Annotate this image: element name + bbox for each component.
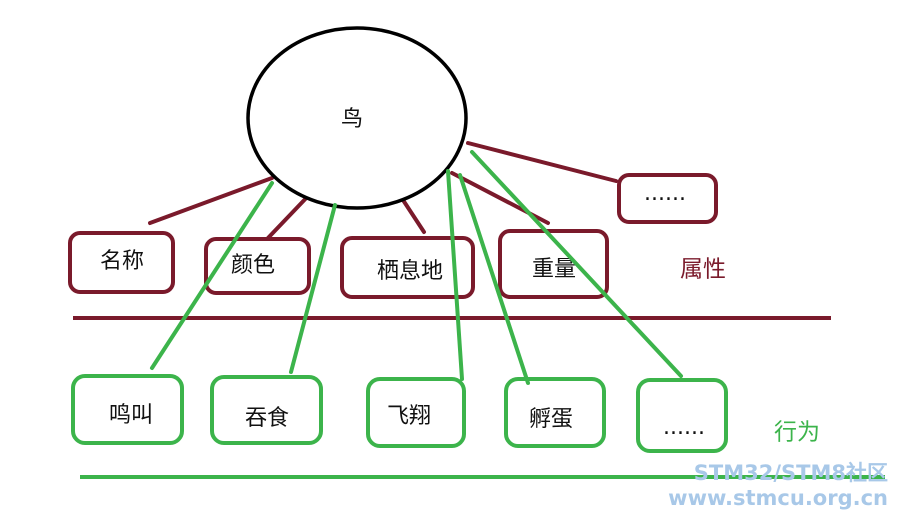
attribute-box-color-frame (204, 237, 311, 295)
attribute-label-habitat: 栖息地 (377, 259, 443, 284)
center-node-label: 鸟 (341, 107, 363, 132)
behavior-box-call: 鸣叫 (71, 374, 184, 445)
attribute-label-weight: 重量 (532, 257, 576, 282)
attribute-box-name-frame (68, 231, 175, 294)
behavior-label-call: 鸣叫 (109, 403, 153, 428)
behavior-box-fly-frame (366, 377, 466, 448)
behavior-box-more-frame (636, 378, 728, 453)
behavior-box-call-frame (71, 374, 184, 445)
behavior-box-fly: 飞翔 (366, 377, 466, 448)
watermark-line-1: STM32/STM8社区 (694, 461, 888, 485)
connector-attribute-habitat (401, 198, 426, 234)
behavior-label-hatch: 孵蛋 (529, 407, 573, 432)
attribute-box-name: 名称 (68, 231, 175, 294)
behavior-label-eat: 吞食 (245, 406, 289, 431)
connector-behavior-hatch (458, 173, 530, 385)
attribute-box-more: ...... (617, 173, 718, 224)
behavior-box-hatch-frame (504, 377, 606, 448)
watermark-line-2: www.stmcu.org.cn (668, 486, 888, 510)
connector-attribute-name (148, 176, 274, 225)
attribute-box-weight-frame (498, 229, 609, 299)
attribute-label-more: ...... (644, 181, 686, 206)
attribute-box-habitat-frame (340, 236, 475, 299)
behavior-box-eat: 吞食 (210, 375, 323, 445)
attribute-box-weight: 重量 (498, 229, 609, 299)
attributes-category-label: 属性 (680, 257, 726, 283)
connector-attribute-color (266, 191, 313, 240)
behavior-label-more: ...... (663, 415, 705, 440)
connector-behavior-call (150, 181, 274, 370)
behavior-label-fly: 飞翔 (387, 404, 431, 429)
behavior-box-hatch: 孵蛋 (504, 377, 606, 448)
behaviors-category-label: 行为 (774, 420, 820, 446)
attribute-box-habitat: 栖息地 (340, 236, 475, 299)
behavior-box-more: ...... (636, 378, 728, 453)
connector-attribute-more (466, 141, 618, 183)
center-node-bird: 鸟 (246, 26, 468, 210)
attribute-box-more-frame (617, 173, 718, 224)
attribute-label-name: 名称 (100, 249, 144, 274)
connector-behavior-eat (289, 203, 337, 374)
connector-behavior-more (470, 150, 683, 378)
attribute-box-color: 颜色 (204, 237, 311, 295)
connector-behavior-fly (446, 169, 464, 381)
center-node-ellipse (246, 26, 468, 210)
attribute-label-color: 颜色 (231, 253, 275, 278)
behavior-box-eat-frame (210, 375, 323, 445)
